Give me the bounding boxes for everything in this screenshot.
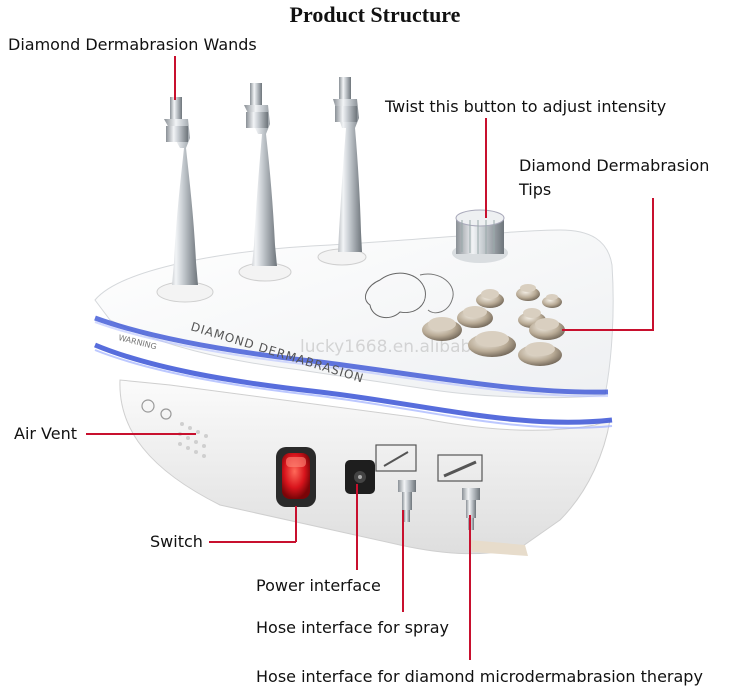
label-wands: Diamond Dermabrasion Wands: [8, 35, 257, 54]
label-air-vent: Air Vent: [14, 424, 78, 443]
dermabrasion-wand-3: [333, 77, 362, 252]
watermark-text: lucky1668.en.alibaba: [300, 337, 482, 357]
dermabrasion-wand-2: [244, 83, 277, 266]
leader-lines: [86, 56, 654, 660]
leader-tips: [562, 198, 654, 331]
label-tips-line1: Diamond Dermabrasion: [519, 156, 710, 175]
led-strip-lower: [94, 342, 613, 425]
label-switch: Switch: [150, 532, 203, 551]
intensity-knob: [452, 209, 508, 263]
diamond-tips-group: [422, 284, 565, 366]
label-power-interface: Power interface: [256, 576, 381, 595]
dermabrasion-wand-1: [164, 97, 198, 285]
spray-hose-connector: [398, 480, 416, 522]
label-knob: Twist this button to adjust intensity: [385, 97, 667, 116]
label-micro-hose: Hose interface for diamond microdermabra…: [256, 667, 703, 686]
power-switch: [276, 447, 316, 507]
device-base-shadow: [470, 540, 528, 556]
face-sketch: [365, 272, 426, 319]
led-strip-upper: [94, 315, 609, 395]
label-tips-line2: Tips: [519, 180, 552, 199]
power-interface: [345, 460, 375, 494]
label-spray-hose: Hose interface for spray: [256, 618, 449, 637]
diagram-title: Product Structure: [289, 2, 461, 27]
